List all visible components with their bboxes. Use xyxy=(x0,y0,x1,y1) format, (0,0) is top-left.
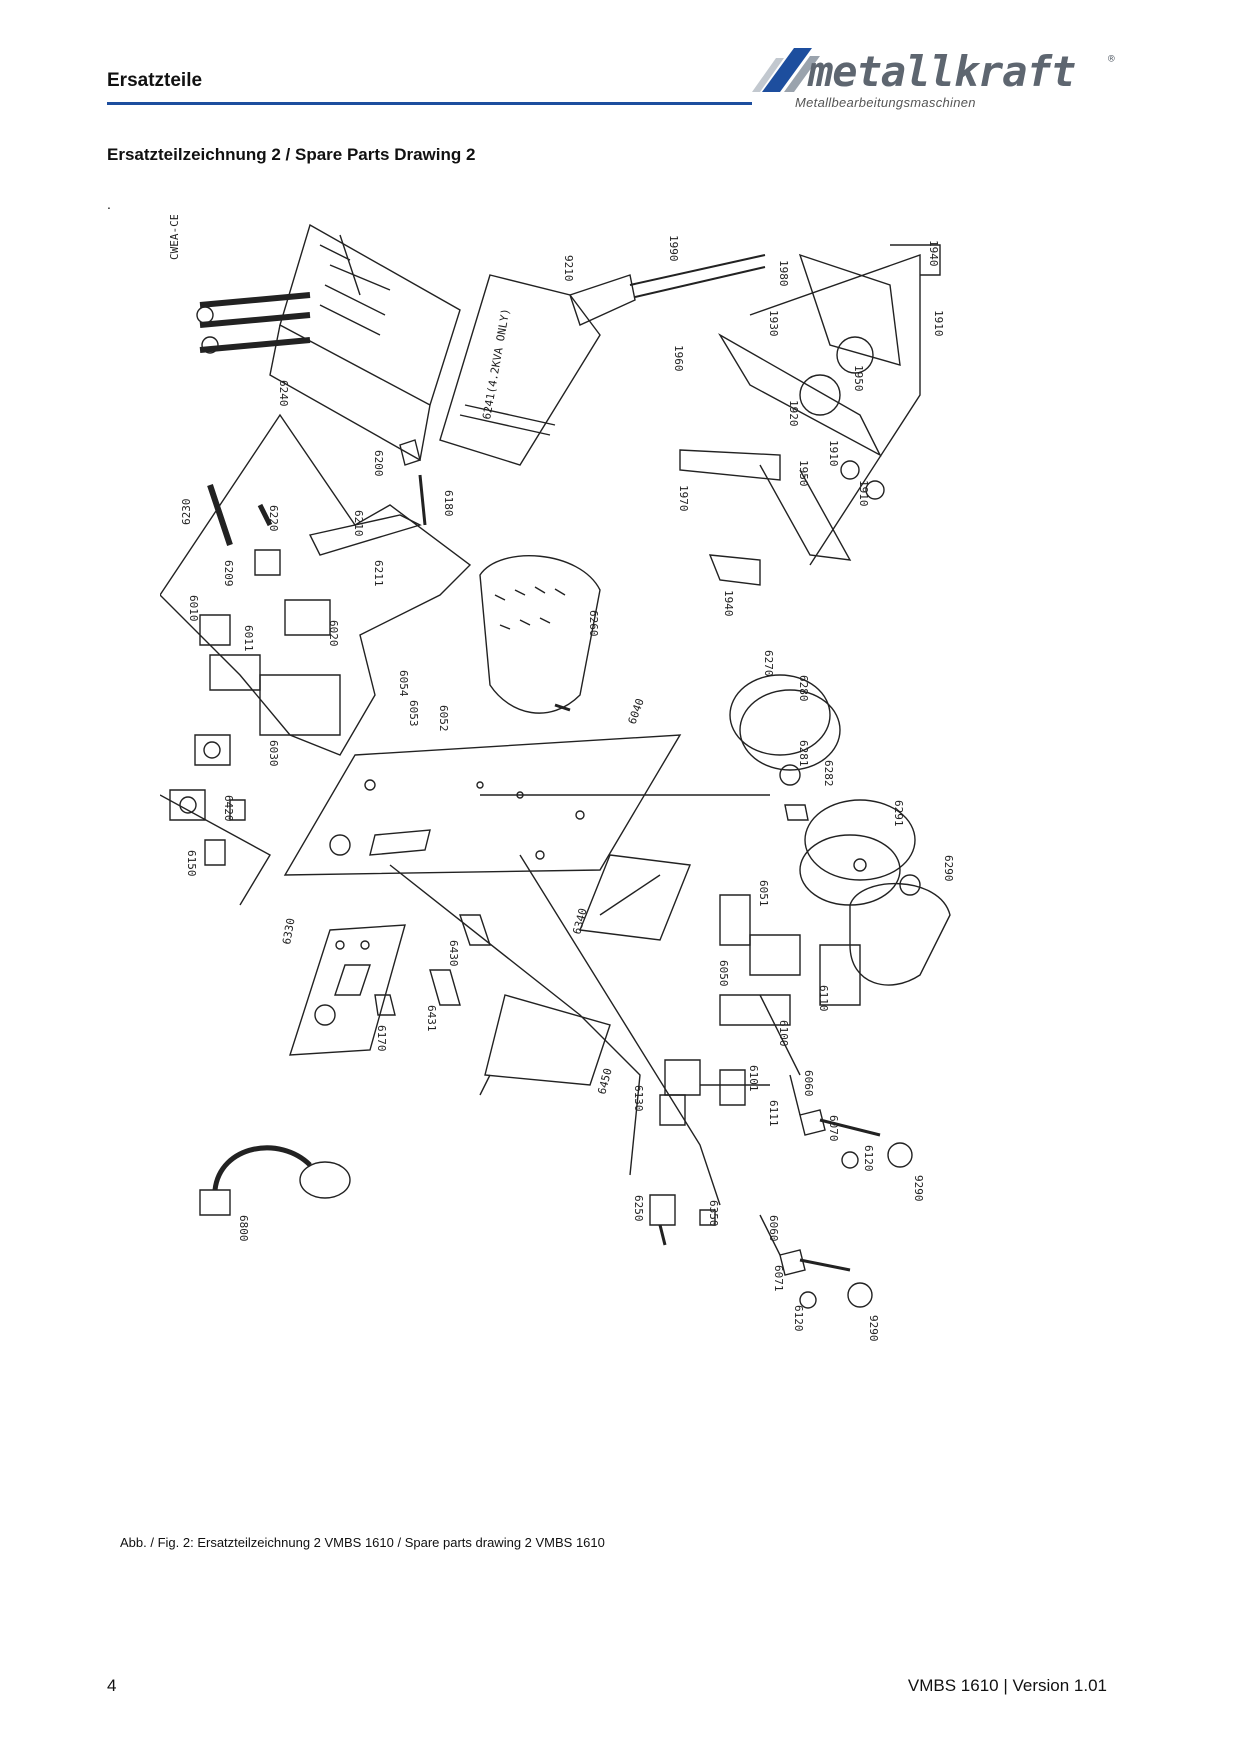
label-9290a: 9290 xyxy=(912,1175,925,1202)
label-6230: 6230 xyxy=(180,499,193,526)
label-6800: 6800 xyxy=(237,1215,250,1242)
label-6030: 6030 xyxy=(267,740,280,767)
spare-parts-drawing: CWEA-CE2 6240 6241(4.2KVA ONLY) 9210 199… xyxy=(160,215,955,1342)
label-1930: 1930 xyxy=(767,310,780,337)
label-6011: 6011 xyxy=(242,625,255,652)
version-label: VMBS 1610 | Version 1.01 xyxy=(907,1676,1107,1695)
handle-9210 xyxy=(569,254,766,326)
label-6291: 6291 xyxy=(892,800,905,827)
label-6050: 6050 xyxy=(717,960,730,987)
label-cwea: CWEA-CE2 xyxy=(168,215,181,260)
label-1940b: 1940 xyxy=(722,590,735,617)
label-6200: 6200 xyxy=(372,450,385,477)
logo-registered: ® xyxy=(1108,52,1115,65)
label-6111: 6111 xyxy=(767,1100,780,1127)
cover-6450 xyxy=(479,994,611,1096)
logo-subtitle: Metallbearbeitungsmaschinen xyxy=(795,95,976,110)
label-6040: 6040 xyxy=(626,697,647,726)
label-6101: 6101 xyxy=(747,1065,760,1092)
label-6240: 6240 xyxy=(277,380,290,407)
label-6250: 6250 xyxy=(632,1195,645,1222)
label-6120a: 6120 xyxy=(862,1145,875,1172)
lever-6071 xyxy=(759,1214,873,1309)
bracket-6430 xyxy=(429,914,491,1006)
label-1910b: 1910 xyxy=(827,440,840,467)
front-panel-6330 xyxy=(289,924,406,1056)
header-section-title: Ersatzteile xyxy=(107,70,203,91)
label-6060a: 6060 xyxy=(802,1070,815,1097)
label-6110: 6110 xyxy=(817,985,830,1012)
label-6290: 6290 xyxy=(942,855,955,882)
label-1980: 1980 xyxy=(777,260,790,287)
hose-6800 xyxy=(199,1145,351,1216)
label-6260: 6260 xyxy=(587,610,600,637)
center-lines xyxy=(389,854,801,1206)
page-title: Ersatzteilzeichnung 2 / Spare Parts Draw… xyxy=(107,145,476,164)
label-6052: 6052 xyxy=(437,705,450,732)
part-labels: CWEA-CE2 6240 6241(4.2KVA ONLY) 9210 199… xyxy=(168,215,955,1342)
page-number: 4 xyxy=(107,1676,117,1695)
label-6350: 6350 xyxy=(707,1200,720,1227)
header-rule xyxy=(107,102,752,105)
logo-wordmark: metallkraft xyxy=(807,47,1075,96)
cover-6290 xyxy=(849,874,951,986)
label-6070: 6070 xyxy=(827,1115,840,1142)
label-6054: 6054 xyxy=(397,670,410,697)
switch-6030 xyxy=(160,734,271,906)
label-9290b: 9290 xyxy=(867,1315,880,1342)
motor-6260 xyxy=(479,555,601,714)
label-1910a: 1910 xyxy=(932,310,945,337)
label-6431: 6431 xyxy=(425,1005,438,1032)
logo-mark-icon xyxy=(752,48,820,92)
pulley-6280 xyxy=(729,674,841,821)
label-6270: 6270 xyxy=(762,650,775,677)
label-1950a: 1950 xyxy=(852,365,865,392)
switch-6250 xyxy=(649,1194,716,1246)
switch-6130 xyxy=(659,1059,770,1126)
label-6211: 6211 xyxy=(372,560,385,587)
label-1990: 1990 xyxy=(667,235,680,262)
label-6209: 6209 xyxy=(222,560,235,587)
label-6450: 6450 xyxy=(595,1067,614,1096)
switch-group-left xyxy=(160,413,472,756)
transformer-6240 xyxy=(196,223,461,462)
label-6170: 6170 xyxy=(375,1025,388,1052)
metallkraft-logo: metallkraft ® xyxy=(752,47,1115,96)
label-6150: 6150 xyxy=(185,850,198,877)
label-6281: 6281 xyxy=(797,740,810,767)
label-6210: 6210 xyxy=(352,510,365,537)
label-1940a: 1940 xyxy=(927,240,940,267)
bracket-cluster-right xyxy=(679,244,941,586)
label-6330: 6330 xyxy=(280,917,297,945)
lever-6070 xyxy=(789,1074,913,1169)
label-6282: 6282 xyxy=(822,760,835,787)
label-6420: 6420 xyxy=(222,795,235,822)
label-6430: 6430 xyxy=(447,940,460,967)
label-6020: 6020 xyxy=(327,620,340,647)
stray-dot: . xyxy=(107,196,111,212)
label-6010: 6010 xyxy=(187,595,200,622)
cover-6241 xyxy=(439,274,601,466)
label-1960: 1960 xyxy=(672,345,685,372)
label-6130: 6130 xyxy=(632,1085,645,1112)
base-plate-6040 xyxy=(283,734,770,876)
label-1910c: 1910 xyxy=(857,480,870,507)
bracket-6051 xyxy=(719,894,861,1026)
panel-6340 xyxy=(579,854,691,941)
label-6060b: 6060 xyxy=(767,1215,780,1242)
label-1970: 1970 xyxy=(677,485,690,512)
label-6100: 6100 xyxy=(777,1020,790,1047)
label-6220: 6220 xyxy=(267,505,280,532)
label-9210: 9210 xyxy=(562,255,575,282)
label-1920: 1920 xyxy=(787,400,800,427)
label-6241: 6241(4.2KVA ONLY) xyxy=(480,307,512,420)
label-1950b: 1950 xyxy=(797,460,810,487)
label-6053: 6053 xyxy=(407,700,420,727)
label-6120b: 6120 xyxy=(792,1305,805,1332)
label-6051: 6051 xyxy=(757,880,770,907)
label-6180: 6180 xyxy=(442,490,455,517)
label-6280: 6280 xyxy=(797,675,810,702)
label-6071: 6071 xyxy=(772,1265,785,1292)
figure-caption: Abb. / Fig. 2: Ersatzteilzeichnung 2 VMB… xyxy=(120,1535,605,1550)
